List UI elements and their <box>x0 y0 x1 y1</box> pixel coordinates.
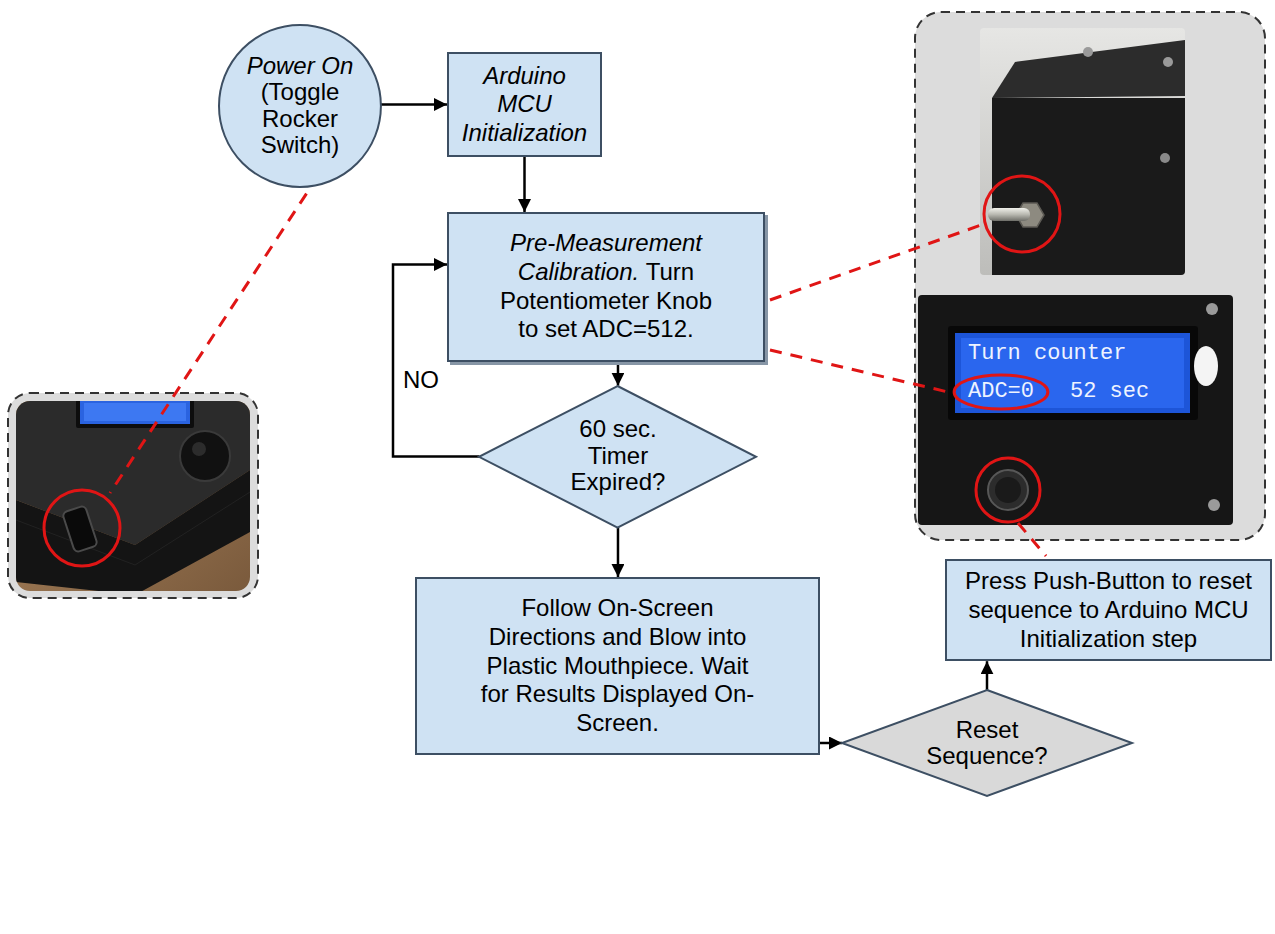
highlight-circle <box>44 490 120 566</box>
lcd-screen <box>961 338 1184 408</box>
knob-highlight <box>192 442 206 456</box>
start-circle: Power On(Toggle Rocker Switch) <box>219 25 381 187</box>
decision-diamond: Reset Sequence? <box>842 690 1132 796</box>
leader-line <box>110 176 318 493</box>
leader-lines <box>110 176 1046 556</box>
push-button <box>995 477 1021 503</box>
device-photo <box>16 401 250 591</box>
decision-diamond: 60 sec. Timer Expired? <box>479 386 756 528</box>
highlight-circle <box>976 458 1040 522</box>
node-content: Press Push-Button to reset sequence to A… <box>955 567 1262 653</box>
highlight-circle <box>984 176 1060 252</box>
node-text: Power On <box>244 53 356 79</box>
node-text: Reset Sequence? <box>923 717 1051 770</box>
display-photo <box>918 295 1233 525</box>
screw <box>1160 153 1170 163</box>
lcd-text: Turn counter <box>968 342 1126 366</box>
node-content: Reset Sequence? <box>923 717 1051 770</box>
process-box: Press Push-Button to reset sequence to A… <box>945 559 1272 661</box>
flow-arrow <box>617 362 620 386</box>
process-box: Follow On-Screen Directions and Blow int… <box>415 577 820 755</box>
flow-arrow <box>381 103 447 106</box>
device-top <box>918 295 1233 525</box>
node-content: Power On(Toggle Rocker Switch) <box>244 53 356 159</box>
leader-line <box>1018 523 1046 556</box>
push-button <box>988 470 1028 510</box>
process-box: Pre-Measurement Calibration.Turn Potenti… <box>447 212 765 362</box>
flow-arrow <box>820 742 842 745</box>
node-content: Pre-Measurement Calibration.Turn Potenti… <box>487 229 725 344</box>
diamond-shape <box>479 386 756 528</box>
screw <box>1208 499 1220 511</box>
background <box>980 28 1185 275</box>
diamond-shape <box>842 690 1132 796</box>
photo-panel <box>915 12 1265 540</box>
node-text: Arduino MCU Initialization <box>457 61 592 147</box>
node-text: Press Push-Button to reset sequence to A… <box>955 567 1262 653</box>
lcd-screen <box>80 401 190 424</box>
node-content: Arduino MCU Initialization <box>457 61 592 147</box>
node-content: Follow On-Screen Directions and Blow int… <box>470 594 765 738</box>
switch-photo <box>980 28 1185 275</box>
screw <box>1083 47 1093 57</box>
box-front <box>992 98 1185 275</box>
screw <box>1206 303 1218 315</box>
print-layer <box>135 492 250 565</box>
box-top <box>992 40 1185 98</box>
toggle-lever <box>988 208 1030 221</box>
highlight-ellipse <box>954 375 1048 409</box>
lcd-screen <box>84 403 186 421</box>
flow-arrow <box>986 661 989 690</box>
rocker-switch <box>62 505 98 552</box>
lcd-screen <box>955 333 1190 413</box>
node-text: (Toggle Rocker Switch) <box>244 80 356 159</box>
backlight <box>1194 346 1218 386</box>
flow-arrow <box>617 527 620 577</box>
node-text: Follow On-Screen Directions and Blow int… <box>470 594 765 738</box>
lcd-bezel <box>948 326 1198 420</box>
lcd-bezel <box>76 401 194 428</box>
screw <box>1163 57 1173 67</box>
circle-shape <box>219 25 381 187</box>
edge-label: NO <box>401 366 441 395</box>
leader-line <box>770 350 948 392</box>
device-side <box>16 470 250 591</box>
lcd-text: ADC=0 <box>968 380 1034 404</box>
process-box: Arduino MCU Initialization <box>447 52 602 157</box>
leader-line <box>770 224 984 300</box>
node-text: 60 sec. Timer Expired? <box>568 417 668 496</box>
flow-arrow <box>523 157 526 212</box>
potentiometer-knob <box>180 431 230 481</box>
lcd-text: 52 sec <box>1070 380 1149 404</box>
photo-panel <box>8 393 258 598</box>
node-content: 60 sec. Timer Expired? <box>568 417 668 496</box>
